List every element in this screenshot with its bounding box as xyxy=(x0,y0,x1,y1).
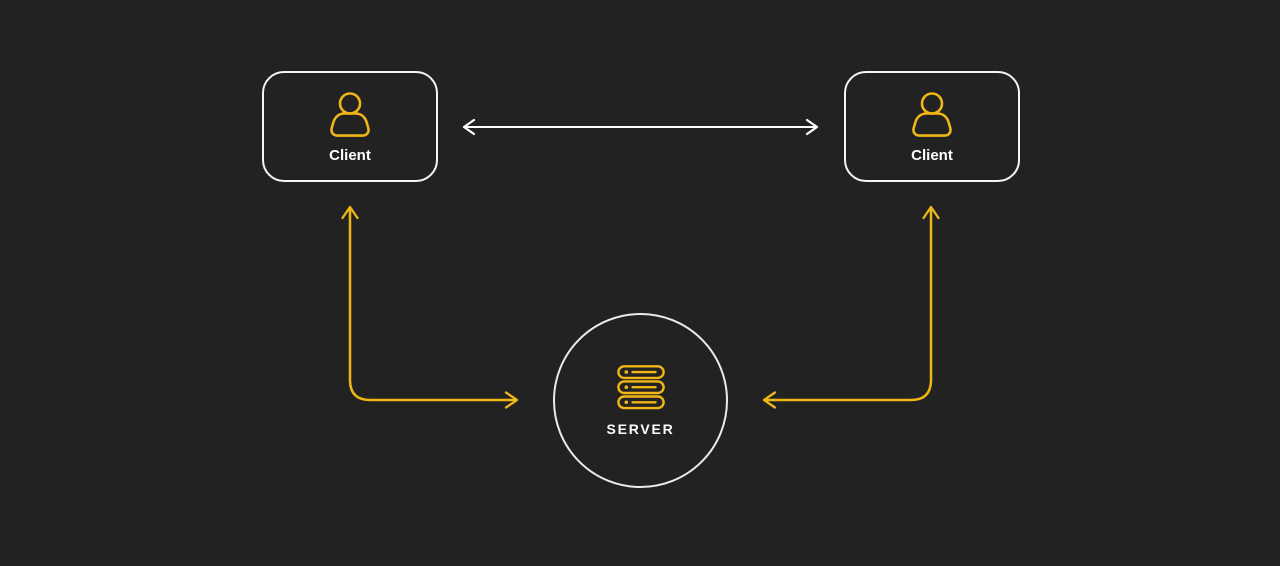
person-icon xyxy=(910,91,954,139)
client-node-left: Client xyxy=(262,71,438,182)
client-right-label: Client xyxy=(911,146,953,164)
server-stack-icon xyxy=(616,365,665,410)
person-icon xyxy=(328,91,372,139)
server-label: SERVER xyxy=(606,421,675,437)
server-node: SERVER xyxy=(553,313,728,488)
client-left-label: Client xyxy=(329,146,371,164)
server-to-left-client-arrow xyxy=(341,205,519,409)
client-node-right: Client xyxy=(844,71,1020,182)
server-to-right-client-arrow xyxy=(762,205,940,409)
